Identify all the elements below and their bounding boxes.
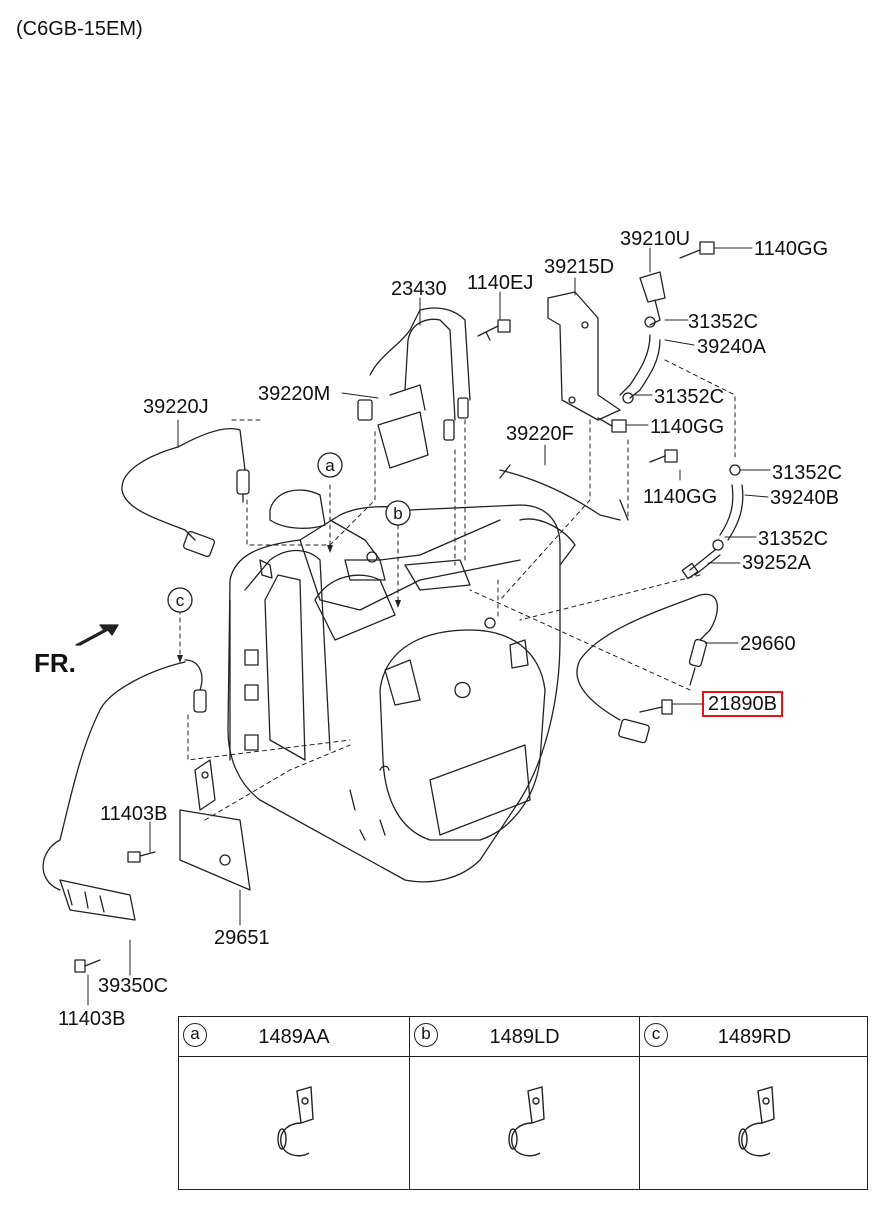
label-11403B-lower[interactable]: 11403B (58, 1008, 126, 1030)
legend-part-b: 1489LD (489, 1026, 560, 1048)
label-31352C-4[interactable]: 31352C (758, 528, 829, 550)
label-29660[interactable]: 29660 (740, 633, 796, 655)
bolt-21890B (639, 699, 673, 715)
legend-letter-b: b (414, 1023, 438, 1047)
label-31352C-3[interactable]: 31352C (772, 462, 843, 484)
model-code: (C6GB-15EM) (16, 18, 143, 40)
sensor-harness-left (42, 659, 207, 921)
label-39240A[interactable]: 39240A (697, 336, 766, 358)
sensor-39220J (121, 428, 250, 558)
bolt-1140EJ (477, 319, 511, 341)
label-31352C-2[interactable]: 31352C (654, 386, 725, 408)
label-1140EJ[interactable]: 1140EJ (467, 272, 534, 294)
label-1140GG-top[interactable]: 1140GG (754, 238, 829, 260)
label-39350C[interactable]: 39350C (98, 975, 169, 997)
tube-39252A (681, 549, 721, 580)
legend-part-c: 1489RD (717, 1026, 792, 1048)
converter-housing (227, 489, 576, 883)
legend-cell-c[interactable]: c 1489RD (639, 1017, 869, 1189)
bracket-39215D (547, 291, 621, 421)
label-39220F[interactable]: 39220F (506, 423, 574, 445)
marker-a-circle (317, 452, 343, 478)
sensor-39210U (639, 241, 715, 326)
label-1140GG-mid[interactable]: 1140GG (650, 416, 725, 438)
label-39215D[interactable]: 39215D (544, 256, 615, 278)
leader-lines (179, 359, 736, 821)
front-direction-arrow (75, 624, 119, 646)
clip-1489AA-icon (277, 1086, 314, 1157)
label-29651[interactable]: 29651 (214, 927, 270, 949)
callout-markers (167, 452, 411, 613)
legend-letter-c: c (644, 1023, 668, 1047)
label-1140GG-low[interactable]: 1140GG (643, 486, 718, 508)
clip-legend-table: a 1489AA b 1489LD c 1489RD (178, 1016, 868, 1190)
label-leaders (87, 247, 771, 1006)
marker-c-text: c (176, 591, 185, 610)
sensor-29660 (576, 593, 719, 744)
marker-c-circle (167, 587, 193, 613)
legend-letter-a: a (183, 1023, 207, 1047)
label-39240B[interactable]: 39240B (770, 487, 839, 509)
marker-b-circle (385, 500, 411, 526)
label-23430[interactable]: 23430 (391, 278, 447, 300)
marker-b-text: b (393, 504, 402, 523)
bracket-29651 (179, 759, 251, 891)
legend-header-row (179, 1017, 867, 1057)
label-39252A[interactable]: 39252A (742, 552, 811, 574)
front-label: FR. (34, 648, 76, 678)
clip-1489RD-icon (738, 1086, 775, 1157)
label-11403B-upper[interactable]: 11403B (100, 803, 168, 825)
marker-a-text: a (325, 456, 335, 475)
legend-cell-a[interactable]: a 1489AA (179, 1017, 409, 1189)
label-31352C-1[interactable]: 31352C (688, 311, 759, 333)
label-39220M[interactable]: 39220M (258, 383, 331, 405)
bolts-11403B (74, 851, 156, 973)
label-21890B-highlighted[interactable]: 21890B (702, 691, 783, 717)
sensor-39220F (499, 417, 678, 521)
hose-39240A (619, 316, 661, 404)
legend-cell-b[interactable]: b 1489LD (409, 1017, 639, 1189)
legend-part-a: 1489AA (258, 1026, 330, 1048)
clip-1489LD-icon (508, 1086, 545, 1157)
label-39210U[interactable]: 39210U (620, 228, 691, 250)
label-39220J[interactable]: 39220J (143, 396, 209, 418)
